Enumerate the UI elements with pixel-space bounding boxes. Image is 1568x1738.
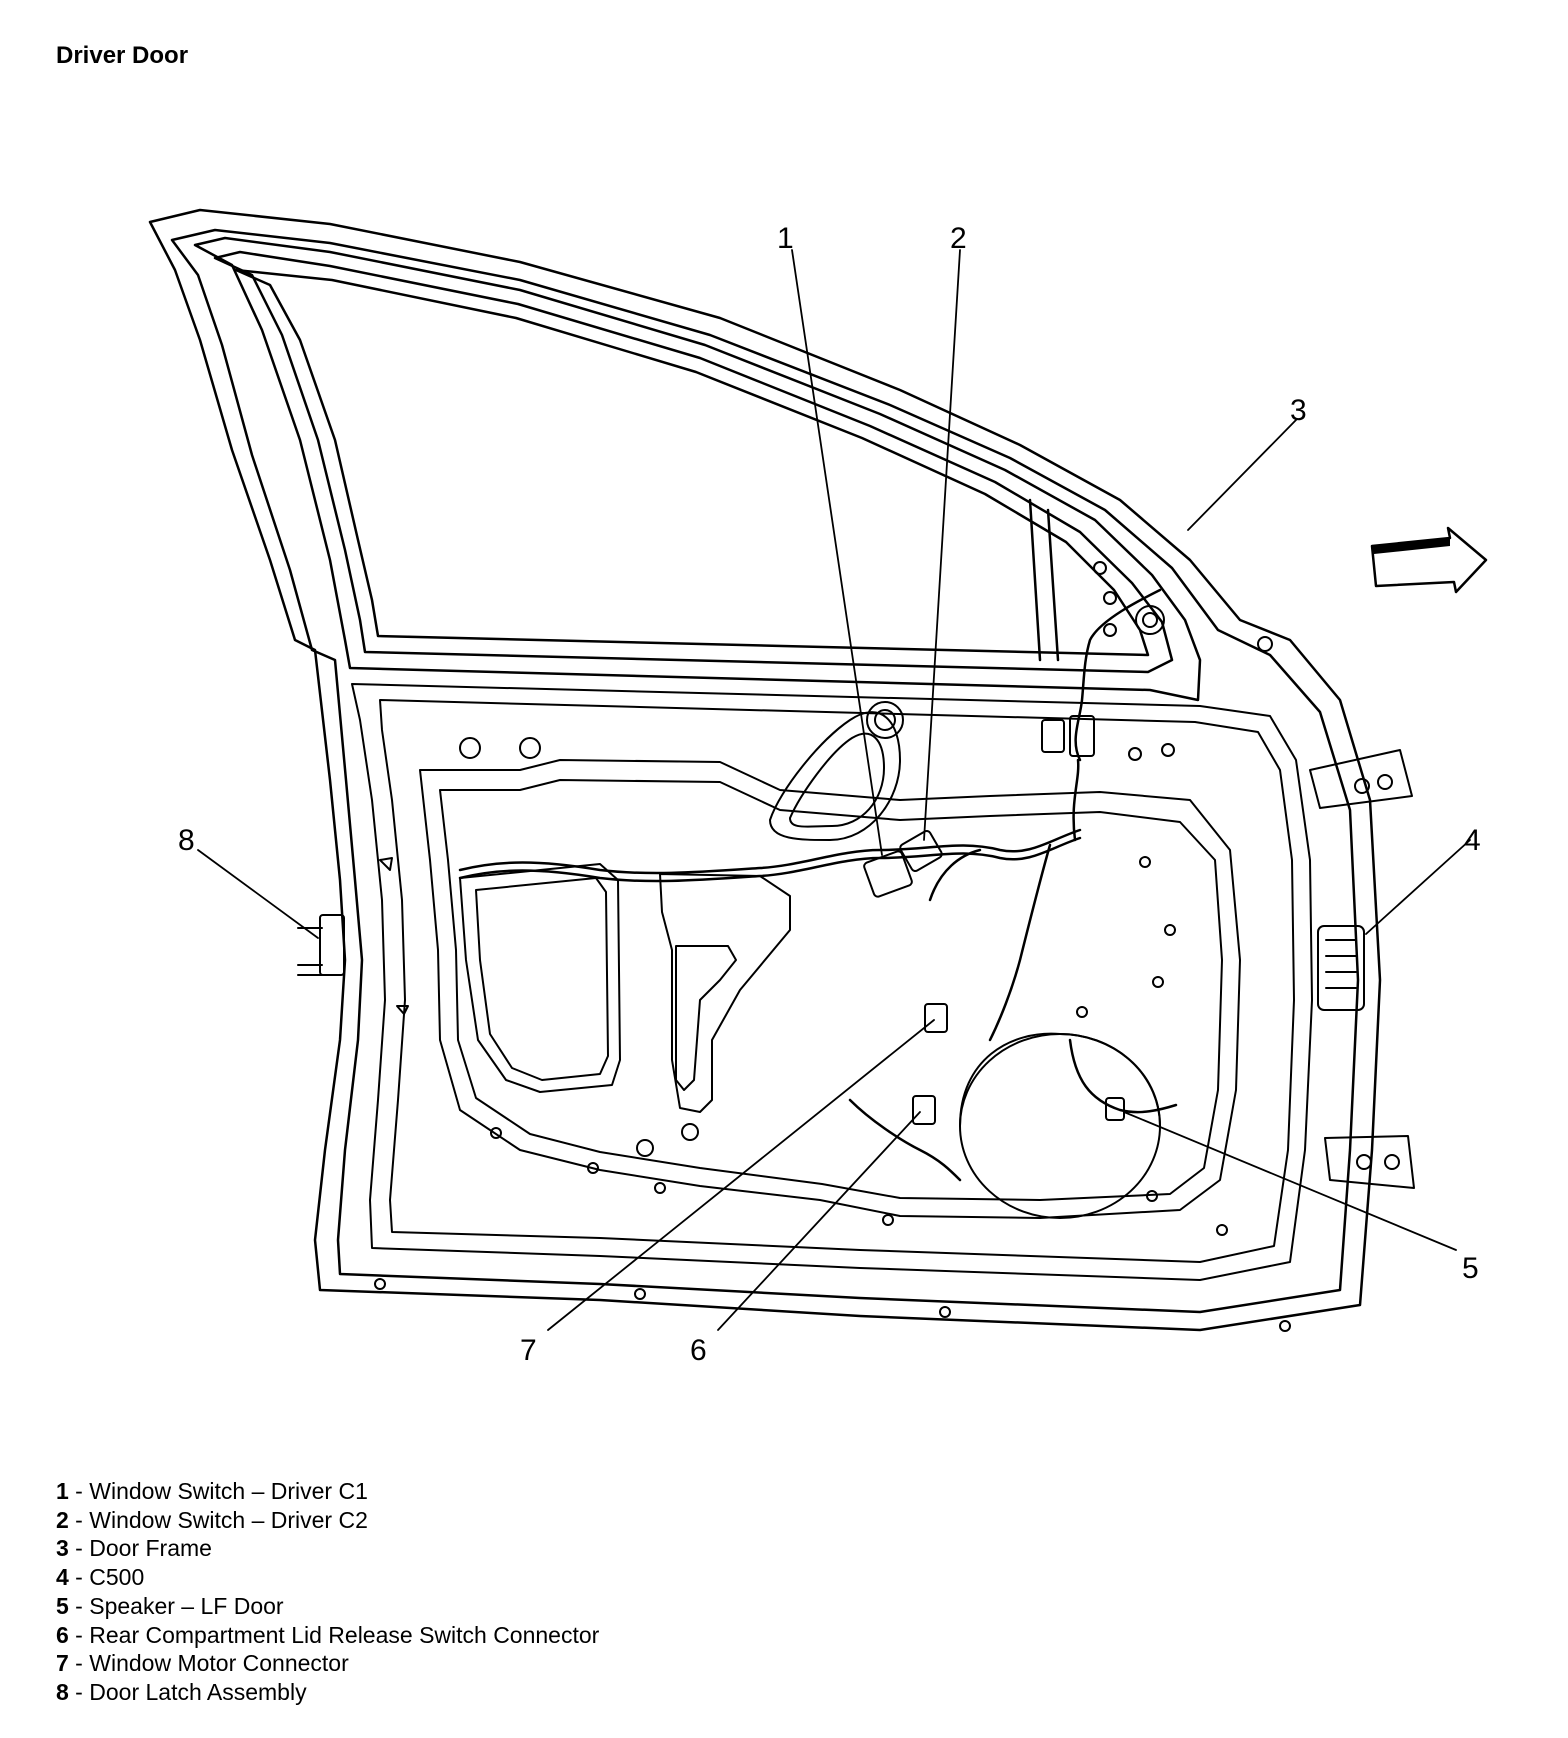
page-title: Driver Door: [56, 42, 189, 69]
callout-6: 6: [690, 1334, 707, 1367]
legend-item: 1 - Window Switch – Driver C1: [56, 1478, 368, 1504]
legend-item: 5 - Speaker – LF Door: [56, 1592, 284, 1619]
callout-1: 1: [777, 222, 794, 255]
door-hinges: [1309, 749, 1415, 1189]
door-frame-outline: [148, 208, 1382, 1332]
leader-lines: [197, 249, 1471, 1331]
legend-item: 4 - C500: [56, 1564, 145, 1591]
forward-direction-arrow-icon: [1370, 526, 1488, 594]
callout-2: 2: [950, 222, 967, 255]
callout-3: 3: [1290, 394, 1307, 427]
legend-item: 3 - Door Frame: [56, 1535, 212, 1562]
legend-item: 2 - Window Switch – Driver C2: [56, 1506, 368, 1533]
legend: 1 - Window Switch – Driver C1 2 - Window…: [56, 1477, 599, 1707]
panel-holes: [374, 561, 1291, 1332]
connectors: [297, 715, 1365, 1125]
callout-8: 8: [178, 824, 195, 857]
wiring-harness: [458, 588, 1178, 1182]
legend-item: 6 - Rear Compartment Lid Release Switch …: [56, 1621, 600, 1648]
callout-7: 7: [520, 1334, 537, 1367]
inner-door-panel: [351, 683, 1313, 1281]
legend-item: 8 - Door Latch Assembly: [56, 1678, 307, 1705]
callout-4: 4: [1464, 824, 1481, 857]
callout-5: 5: [1462, 1252, 1479, 1285]
window-opening: [193, 236, 1202, 702]
panel-openings: [459, 701, 1161, 1219]
legend-item: 7 - Window Motor Connector: [56, 1650, 349, 1677]
